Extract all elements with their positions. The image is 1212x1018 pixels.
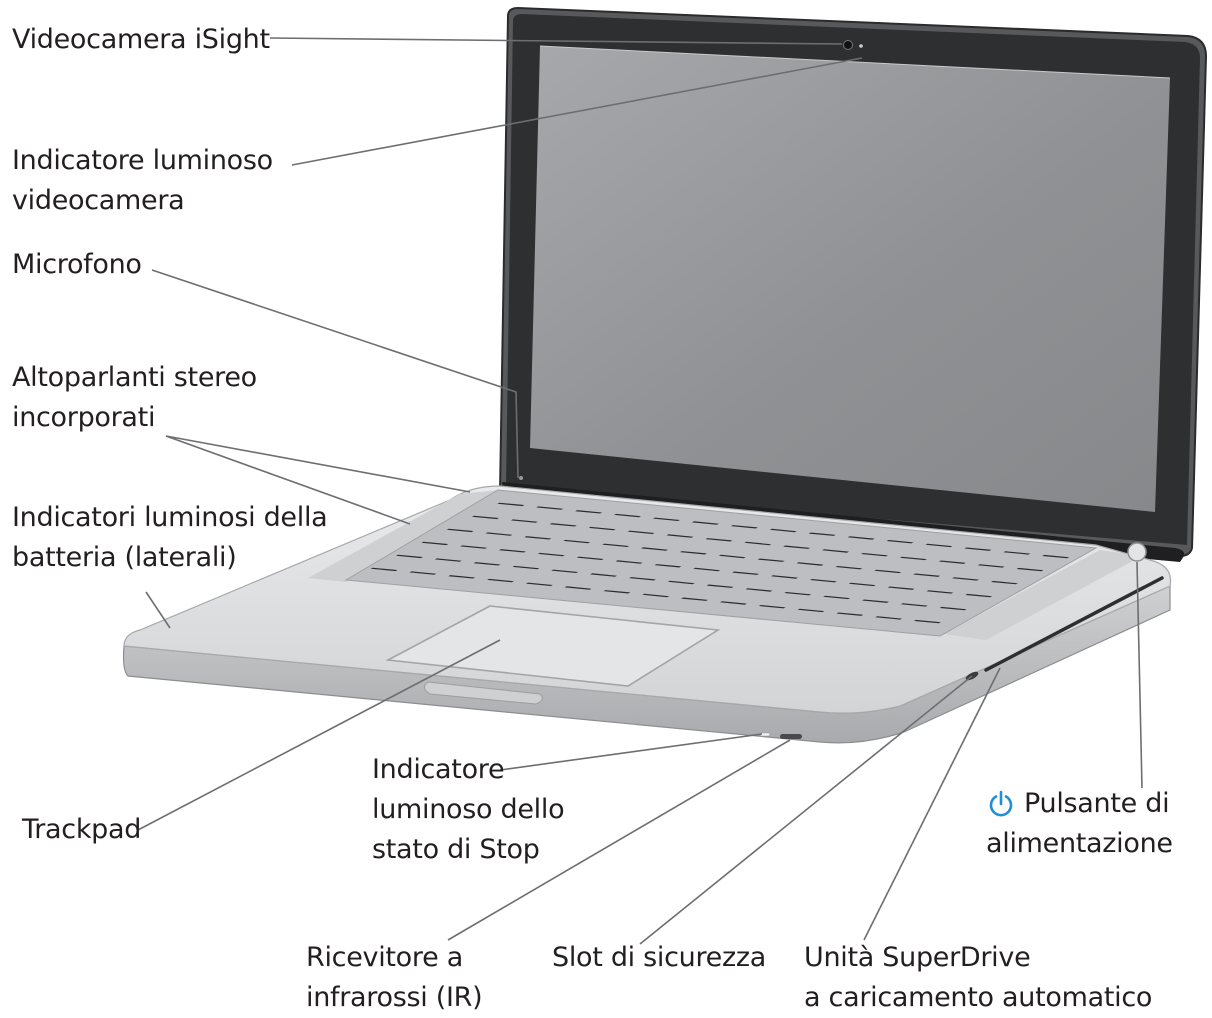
isight-camera [844, 41, 853, 50]
display-lid [500, 8, 1206, 556]
label-security-slot: Slot di sicurezza [552, 938, 766, 978]
label-sleep-indicator: Indicatore luminoso dello stato di Stop [372, 750, 564, 870]
microphone-dot [519, 476, 523, 480]
label-speakers: Altoparlanti stereo incorporati [12, 358, 257, 438]
ir-receiver [780, 734, 802, 739]
camera-indicator [859, 44, 863, 48]
label-battery-indicators: Indicatori luminosi della batteria (late… [12, 498, 327, 578]
label-power-button: Pulsante di alimentazione [986, 784, 1173, 864]
label-superdrive: Unità SuperDrive a caricamento automatic… [804, 938, 1152, 1018]
label-isight: Videocamera iSight [12, 20, 270, 60]
label-trackpad: Trackpad [22, 810, 141, 850]
power-button [1128, 543, 1146, 561]
label-ir-receiver: Ricevitore a infrarossi (IR) [306, 938, 482, 1018]
display-screen [530, 46, 1170, 512]
label-camera-light: Indicatore luminoso videocamera [12, 141, 273, 221]
power-icon [986, 789, 1016, 819]
leader-speaker-1 [166, 436, 470, 492]
label-microphone: Microfono [12, 245, 142, 285]
